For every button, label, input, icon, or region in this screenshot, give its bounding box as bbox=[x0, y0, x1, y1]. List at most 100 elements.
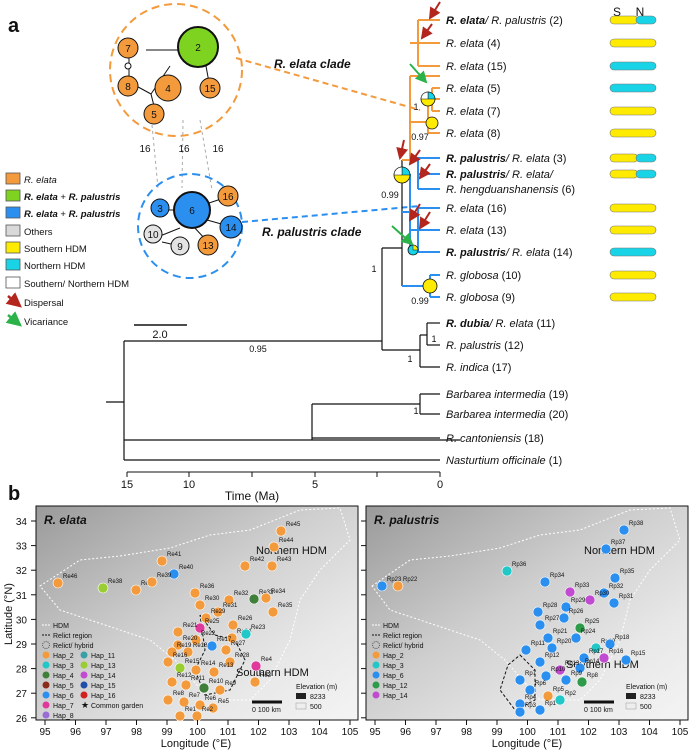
lon-tick: 102 bbox=[250, 727, 267, 738]
vicariance-arrow bbox=[409, 63, 428, 84]
hap-node-2-label: 2 bbox=[195, 43, 201, 54]
site-marker bbox=[250, 660, 262, 672]
site-marker bbox=[172, 626, 184, 638]
map-left-elev-title: Elevation (m) bbox=[296, 684, 337, 691]
site-marker bbox=[554, 694, 566, 706]
site-marker bbox=[212, 606, 224, 618]
site-marker bbox=[534, 619, 546, 631]
lon-tick: 95 bbox=[369, 727, 381, 738]
site-label: Re17 bbox=[217, 637, 232, 643]
site-label: Rp29 bbox=[571, 598, 586, 604]
legend-label: Others bbox=[24, 227, 53, 238]
time-tick-5: 5 bbox=[312, 479, 318, 491]
map-legend-label: Hap_16 bbox=[91, 693, 116, 700]
panel-b-label: b bbox=[8, 483, 20, 505]
map-legend-label: Hap_14 bbox=[383, 693, 408, 700]
site-label: Rp9 bbox=[571, 671, 583, 677]
map-legend-label: Hap_2 bbox=[383, 653, 404, 660]
site-marker bbox=[558, 612, 570, 624]
site-label: Rp38 bbox=[629, 521, 644, 527]
dispersal-arrow bbox=[428, 1, 441, 20]
distribution-bar bbox=[609, 128, 657, 138]
map-legend-label: Hap_4 bbox=[53, 673, 74, 680]
distribution-bar bbox=[635, 15, 657, 25]
site-label: Re29 bbox=[211, 609, 226, 615]
site-marker bbox=[584, 594, 596, 606]
lat-tick: 26 bbox=[16, 714, 28, 725]
hap-legend-dot bbox=[372, 691, 380, 699]
time-tick-15: 15 bbox=[121, 479, 133, 491]
map-left-title: R. elata bbox=[44, 513, 87, 527]
network-elata: 2 7 8 4 5 15 bbox=[109, 3, 243, 137]
site-marker bbox=[174, 662, 186, 674]
site-label: Rp27 bbox=[545, 616, 560, 622]
lat-tick: 33 bbox=[16, 542, 28, 553]
hap-node-5 bbox=[143, 103, 165, 125]
map-legend-label: Hap_14 bbox=[91, 673, 116, 680]
site-label: Rp21 bbox=[553, 629, 568, 635]
hap-legend-dot bbox=[42, 681, 50, 689]
site-label: Rp31 bbox=[619, 594, 634, 600]
site-label: Re26 bbox=[238, 616, 253, 622]
hap-node-4-label: 4 bbox=[165, 84, 171, 95]
site-marker bbox=[574, 662, 586, 674]
scale-bar-label: 2.0 bbox=[152, 329, 167, 341]
support-value: 0.97 bbox=[411, 132, 429, 142]
site-label: Rp32 bbox=[609, 584, 624, 590]
hap-node-13-label: 13 bbox=[202, 241, 214, 252]
hap-legend-dot bbox=[372, 671, 380, 679]
clade-palustris-label: R. palustris clade bbox=[262, 225, 362, 239]
lat-tick: 27 bbox=[16, 689, 28, 700]
site-label: Rp14 bbox=[585, 659, 600, 665]
map-left-elev-high: 8233 bbox=[310, 694, 326, 701]
dispersal-arrow bbox=[408, 149, 421, 166]
map-legend-label: Hap_6 bbox=[383, 673, 404, 680]
legend-swatch bbox=[5, 172, 21, 185]
site-label: Rp34 bbox=[550, 573, 565, 579]
legend-label: Southern/ Northern HDM bbox=[24, 279, 129, 290]
taxon-label: R. elata (16) bbox=[446, 203, 507, 215]
taxon-label: R. indica (17) bbox=[446, 362, 511, 374]
site-marker bbox=[146, 576, 158, 588]
site-marker bbox=[168, 568, 180, 580]
site-label: Re40 bbox=[179, 565, 194, 571]
taxon-label: Barbarea intermedia (19) bbox=[446, 389, 568, 401]
common-garden-icon: ★ bbox=[81, 700, 89, 710]
site-marker bbox=[227, 619, 239, 631]
site-marker bbox=[570, 632, 582, 644]
map-legend-label: Hap_2 bbox=[53, 653, 74, 660]
hap-node-15 bbox=[199, 77, 221, 99]
support-value: 1 bbox=[413, 406, 418, 416]
phylogenetic-tree: 10.970.990.990.9511111R. elata/ R. palus… bbox=[106, 1, 575, 467]
site-label: Rp15 bbox=[631, 651, 646, 657]
distribution-bar bbox=[609, 292, 657, 302]
legend-label: Northern HDM bbox=[24, 261, 85, 272]
site-marker bbox=[190, 664, 202, 676]
lon-tick: 95 bbox=[39, 727, 51, 738]
hap-legend-dot bbox=[80, 671, 88, 679]
site-label: Re9 bbox=[225, 681, 237, 687]
site-marker bbox=[266, 560, 278, 572]
site-label: Re12 bbox=[177, 673, 192, 679]
site-marker bbox=[600, 543, 612, 555]
site-marker bbox=[220, 644, 232, 656]
map-legend-label: HDM bbox=[383, 623, 399, 630]
lon-tick: 98 bbox=[461, 727, 473, 738]
site-label: Re34 bbox=[271, 589, 286, 595]
site-marker bbox=[174, 710, 186, 722]
map-right-scale: 0 100 km bbox=[584, 707, 613, 714]
support-value: 0.95 bbox=[249, 344, 267, 354]
hap-node-13 bbox=[197, 234, 219, 256]
site-label: Rp20 bbox=[557, 639, 572, 645]
lon-tick: 104 bbox=[311, 727, 328, 738]
site-marker bbox=[542, 632, 554, 644]
lon-tick: 102 bbox=[580, 727, 597, 738]
site-marker bbox=[226, 632, 238, 644]
distribution-bar bbox=[609, 15, 639, 25]
hap-legend-dot bbox=[42, 661, 50, 669]
site-marker bbox=[200, 612, 212, 624]
legend-label: R. elata + R. palustris bbox=[24, 192, 120, 203]
support-value: 0.99 bbox=[381, 190, 399, 200]
